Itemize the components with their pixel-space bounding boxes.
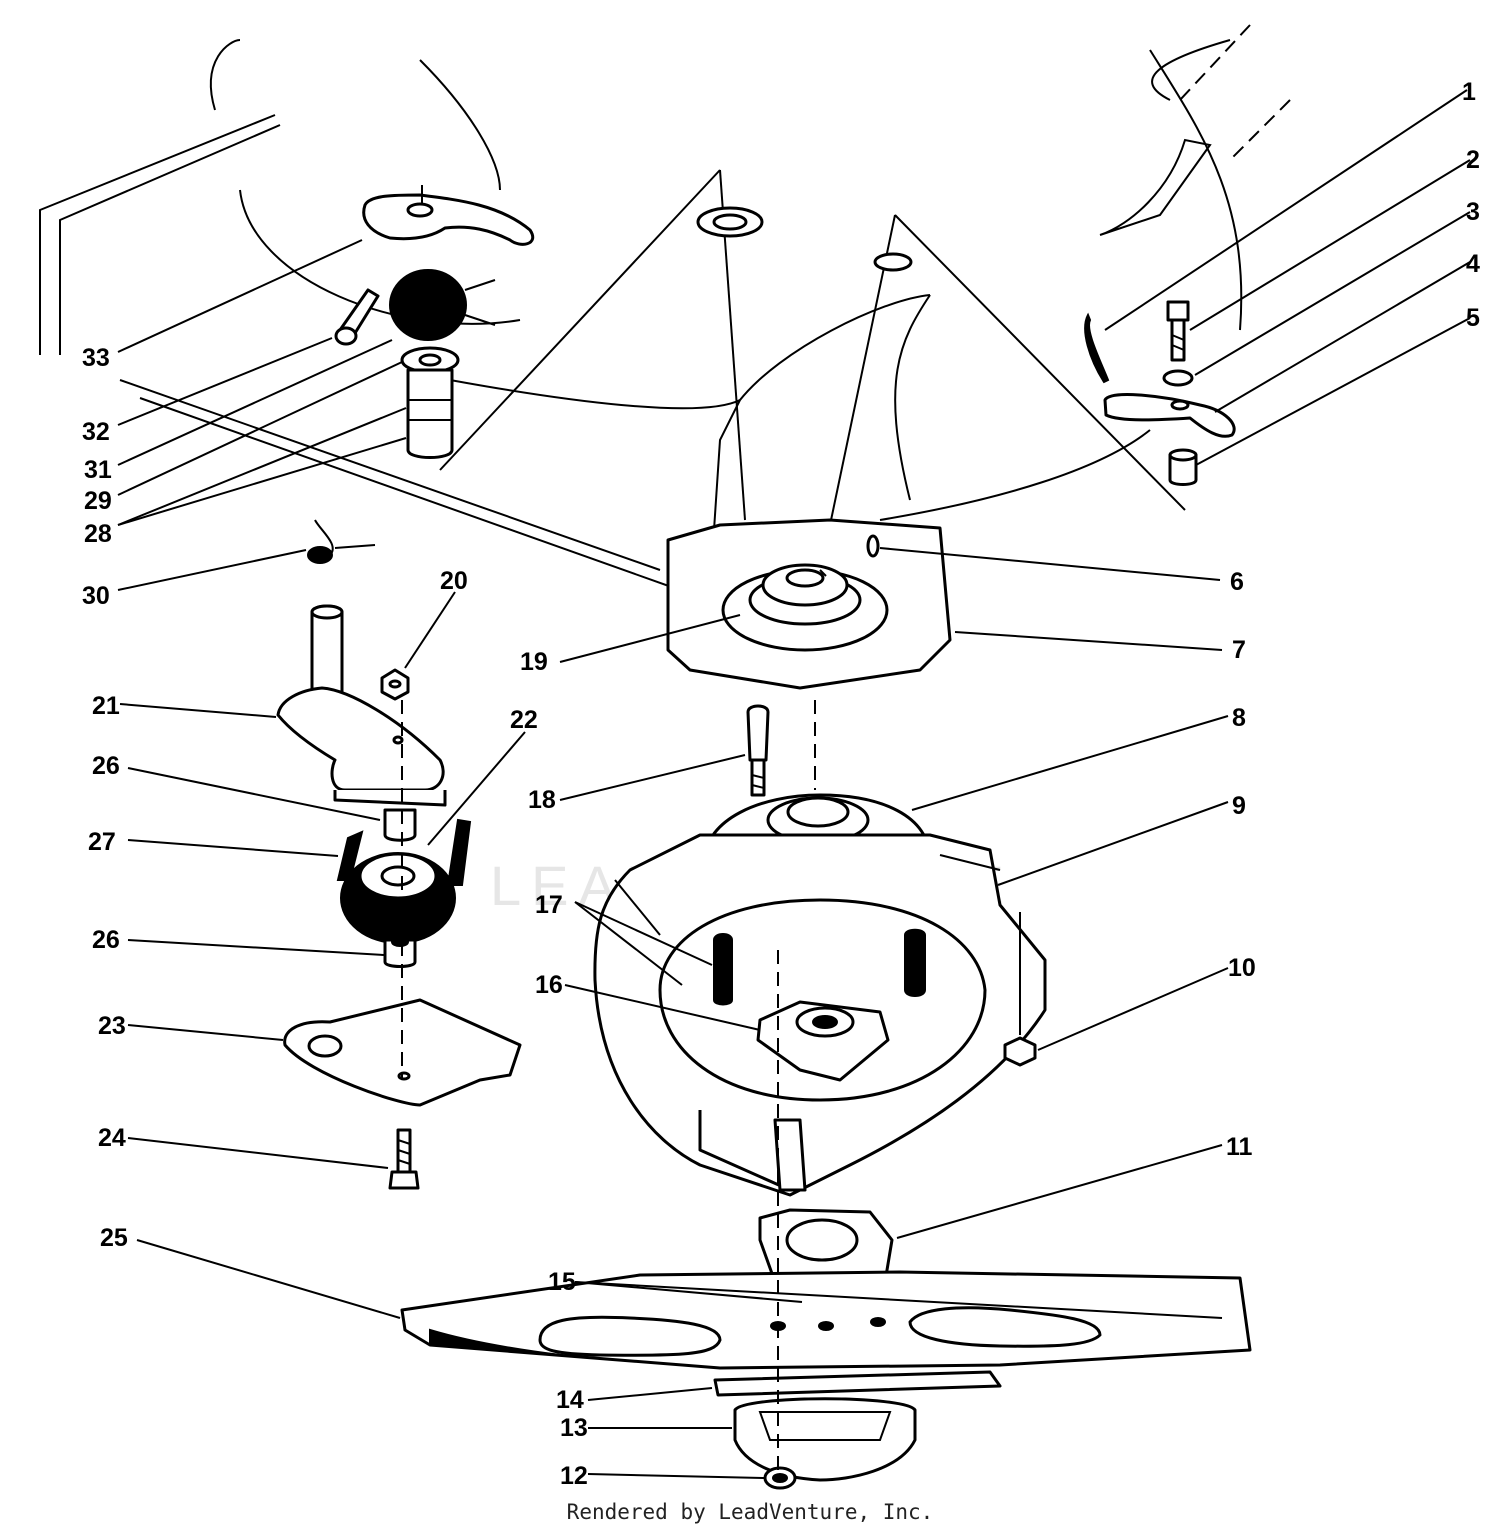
- bushing-28: [406, 368, 454, 459]
- idler-arm-4: [1103, 393, 1236, 438]
- callout-12: 12: [560, 1462, 588, 1490]
- callout-25: 25: [100, 1224, 128, 1252]
- callout-3: 3: [1466, 198, 1480, 226]
- idler-pulley-27: [340, 852, 456, 944]
- blade-25: [400, 1270, 1252, 1370]
- callout-26-lower: 26: [92, 926, 120, 954]
- callout-6: 6: [1230, 568, 1244, 596]
- callout-9: 9: [1232, 792, 1246, 820]
- spacer-26-upper: [383, 808, 417, 842]
- washer-29: [400, 346, 460, 374]
- callout-4: 4: [1466, 250, 1480, 278]
- deck-outline: [39, 24, 1291, 591]
- spring-30: [307, 519, 376, 564]
- callout-24: 24: [98, 1124, 126, 1152]
- callouts: 1 2 3 4 5 6 7 8 9 10 11 12 13 14 15 16 1…: [82, 78, 1480, 1490]
- deck-housing-9: [593, 833, 1047, 1197]
- callout-17: 17: [535, 891, 563, 919]
- bolt-24: [388, 1128, 420, 1190]
- callout-10: 10: [1228, 954, 1256, 982]
- callout-11: 11: [1226, 1133, 1253, 1161]
- bolt-12: [763, 1466, 797, 1490]
- belt-cover-plate-7: [666, 518, 952, 690]
- callout-32: 32: [82, 418, 110, 446]
- pivot-bolt-32: [334, 288, 380, 346]
- callout-26-upper: 26: [92, 752, 120, 780]
- nut-20: [380, 668, 410, 701]
- callout-7: 7: [1232, 636, 1246, 664]
- washer-3: [1162, 369, 1194, 387]
- callout-22: 22: [510, 706, 538, 734]
- callout-27: 27: [88, 828, 116, 856]
- blade-retainer-13: [733, 1397, 917, 1482]
- callout-23: 23: [98, 1012, 126, 1040]
- spacer-5: [1168, 448, 1198, 486]
- idler-arm-33: [362, 185, 534, 246]
- bearing-flange-16: [756, 1000, 890, 1082]
- spacer-26-lower: [383, 937, 417, 968]
- nut-10: [1003, 912, 1037, 1067]
- callout-2: 2: [1466, 146, 1480, 174]
- callout-13: 13: [560, 1414, 588, 1442]
- callout-21: 21: [92, 692, 120, 720]
- deck-washer-right: [873, 252, 913, 272]
- belt-guides-17: [713, 928, 926, 1006]
- callout-31: 31: [84, 456, 112, 484]
- bolt-6: [866, 534, 880, 558]
- callout-15: 15: [548, 1268, 576, 1296]
- leader-lines: [117, 89, 1471, 1479]
- callout-33: 33: [82, 344, 110, 372]
- idler-bracket-21: [276, 604, 447, 807]
- callout-1: 1: [1462, 78, 1476, 106]
- blade-stiffener-14: [713, 1370, 1002, 1397]
- callout-8: 8: [1232, 704, 1246, 732]
- callout-20: 20: [440, 567, 468, 595]
- credit-line: Rendered by LeadVenture, Inc.: [566, 1500, 934, 1524]
- callout-5: 5: [1466, 304, 1480, 332]
- callout-16: 16: [535, 971, 563, 999]
- blade-adapter-11: [758, 1208, 894, 1284]
- callout-18: 18: [528, 786, 556, 814]
- deck-washer-left: [696, 206, 764, 238]
- callout-28: 28: [84, 520, 112, 548]
- bolt-2: [1166, 300, 1190, 362]
- callout-19: 19: [520, 648, 548, 676]
- callout-29: 29: [84, 487, 112, 515]
- pin-18: [746, 704, 770, 797]
- callout-30: 30: [82, 582, 110, 610]
- hairpin-clip-1: [1084, 312, 1110, 384]
- callout-14: 14: [556, 1386, 584, 1414]
- torsion-spring-31: [389, 269, 496, 341]
